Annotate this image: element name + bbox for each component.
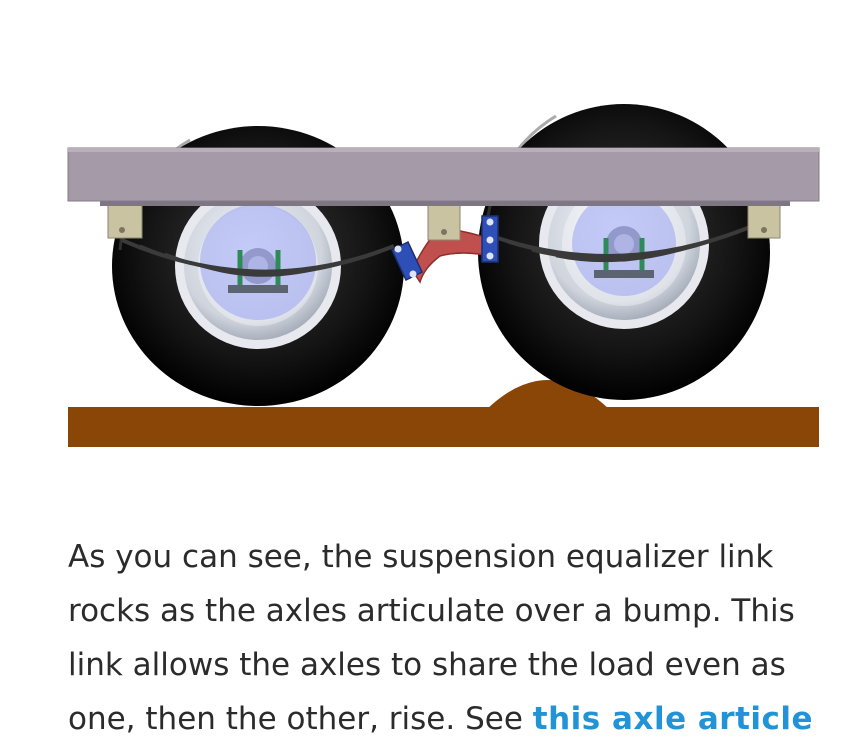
article-paragraph: As you can see, the suspension equalizer…: [68, 530, 828, 746]
left-shackle: [391, 240, 423, 282]
left-hanger: [107, 203, 143, 239]
left-hub-plate: [200, 204, 316, 320]
left-leaf-spring: [121, 238, 395, 277]
axle-article-link[interactable]: this axle article: [532, 701, 814, 737]
right-leaf-spring: [491, 220, 763, 263]
trailer-frame-rail: [67, 147, 820, 206]
right-shackle: [481, 215, 499, 263]
ground-strip: [68, 407, 819, 447]
ground: [68, 380, 819, 447]
right-hanger: [747, 203, 781, 239]
center-hanger: [427, 203, 461, 241]
paragraph-text: As you can see, the suspension equalizer…: [68, 539, 795, 737]
right-hub-plate: [572, 192, 676, 296]
tandem-axle-suspension-illustration: [67, 104, 820, 447]
